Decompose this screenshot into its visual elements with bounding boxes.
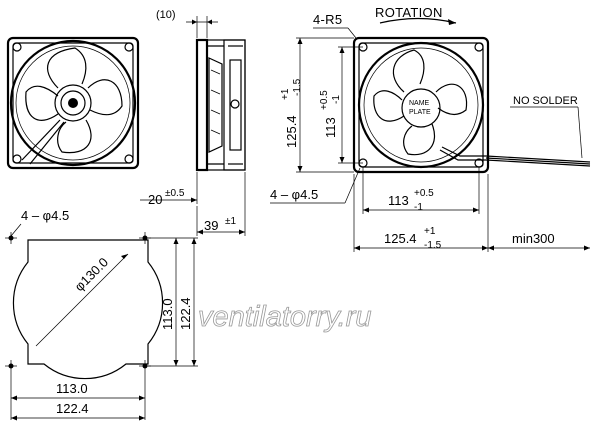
panel-diameter-label: φ130.0 — [72, 255, 112, 295]
watermark-text: ventilatorry.ru — [198, 301, 372, 333]
side-offset-label: (10) — [156, 9, 176, 21]
height-hole-tol-plus: +0.5 — [319, 90, 330, 110]
height-hole-tol-minus: -1 — [331, 95, 342, 104]
front-view — [6, 36, 140, 170]
depth-total-tol: ±1 — [225, 216, 236, 227]
depth-flange-value: 20 — [148, 192, 162, 207]
rear-view: ROTATION 4-R5 NAME PLATE NO SOLDER — [270, 5, 591, 252]
height-outer-tol-minus: -1.5 — [292, 78, 303, 96]
name-plate-line2: PLATE — [409, 109, 431, 116]
panel-hole-h-label: 113.0 — [56, 381, 88, 396]
width-outer-tol-minus: -1.5 — [424, 240, 442, 251]
width-hole-tol-minus: -1 — [414, 202, 423, 213]
hole-panel-label: 4 – φ4.5 — [21, 208, 69, 223]
panel-cutout-view: 4 – φ4.5 φ130.0 113.0 122.4 — [5, 208, 198, 421]
no-solder-label: NO SOLDER — [513, 95, 578, 107]
height-outer-value: 125.4 — [284, 115, 299, 148]
hole-side-label: 4 – φ4.5 — [270, 187, 318, 202]
width-outer-tol-plus: +1 — [424, 226, 436, 237]
width-hole-tol-plus: +0.5 — [414, 188, 434, 199]
lead-length-value: min300 — [512, 231, 555, 246]
depth-flange-tol: ±0.5 — [165, 188, 185, 199]
height-hole-value: 113 — [323, 117, 338, 138]
width-outer-value: 125.4 — [384, 231, 417, 246]
side-view: (10) 20 ±0.5 39 ±1 — [140, 9, 246, 236]
corner-radius-label: 4-R5 — [313, 12, 342, 27]
width-hole-value: 113 — [388, 193, 409, 208]
panel-outer-v-label: 122.4 — [178, 297, 193, 330]
panel-outer-h-label: 122.4 — [56, 401, 89, 416]
depth-total-value: 39 — [204, 218, 218, 233]
rotation-label: ROTATION — [375, 5, 443, 20]
name-plate-line1: NAME — [409, 100, 430, 107]
height-outer-tol-plus: +1 — [280, 88, 291, 100]
panel-hole-v-label: 113.0 — [160, 298, 175, 330]
